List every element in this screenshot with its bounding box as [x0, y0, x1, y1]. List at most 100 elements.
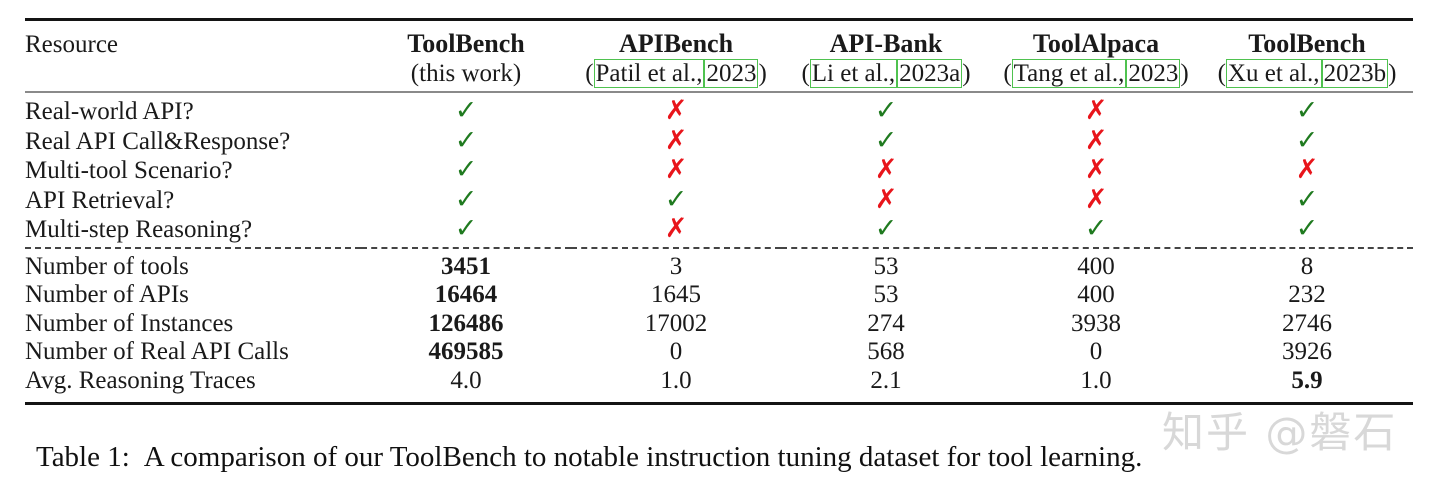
citation-close-paren: ) [1180, 60, 1189, 87]
cell-boolean: ✓ [991, 215, 1201, 245]
cell-value: 53 [873, 252, 899, 280]
cell-boolean: ✗ [991, 156, 1201, 186]
citation-author-link[interactable]: Patil et al., [593, 59, 705, 88]
citation-author-link[interactable]: Li et al., [809, 59, 898, 88]
cell-boolean: ✓ [1201, 97, 1413, 127]
cell-boolean: ✗ [781, 183, 991, 216]
check-icon: ✓ [454, 124, 478, 156]
cross-icon: ✗ [874, 154, 898, 185]
cell-boolean: ✓ [361, 124, 571, 157]
citation-open-paren: ( [1003, 60, 1012, 87]
check-icon: ✓ [1295, 95, 1319, 126]
cell-boolean: ✗ [781, 156, 991, 186]
header-underline-rules [25, 89, 1413, 93]
cell-boolean: ✗ [1201, 156, 1413, 186]
cell-value: 1645 [651, 281, 701, 308]
cell-boolean: ✗ [991, 183, 1201, 216]
check-icon: ✓ [1084, 213, 1108, 244]
comparison-table-container: Resource ToolBench (this work) APIBench … [25, 15, 1413, 405]
cell-value: 2746 [1282, 309, 1332, 337]
cell-value: 1.0 [1080, 366, 1112, 394]
header-col-toolbench-this-work: ToolBench (this work) [361, 29, 571, 89]
figure-caption: Table 1:A comparison of our ToolBench to… [36, 440, 1406, 474]
cell-boolean: ✗ [991, 97, 1201, 127]
check-icon: ✓ [454, 213, 478, 244]
cell-value: 469585 [428, 338, 504, 365]
cell-boolean: ✗ [571, 156, 781, 186]
cell-value: 568 [867, 338, 905, 365]
citation-close-paren: ) [1388, 60, 1397, 87]
citation-author-link[interactable]: Xu et al., [1225, 59, 1322, 88]
table-row: Real-world API?✓✗✓✗✓ [25, 97, 1413, 127]
table-bottom-rule [25, 399, 1413, 405]
citation-open-paren: ( [801, 60, 810, 87]
check-icon: ✓ [1295, 183, 1319, 215]
check-icon: ✓ [1295, 124, 1319, 156]
cell-value: 232 [1288, 281, 1326, 308]
rule-col-1 [361, 89, 571, 93]
cell-value: 400 [1077, 252, 1115, 280]
check-icon: ✓ [454, 154, 478, 185]
cell-value: 3451 [441, 252, 491, 280]
header-col-citation: (Tang et al.,2023) [991, 59, 1201, 89]
table-row: Multi-tool Scenario?✓✗✗✗✗ [25, 156, 1413, 186]
citation-author-link[interactable]: Tang et al., [1011, 59, 1127, 88]
table-header-row: Resource ToolBench (this work) APIBench … [25, 29, 1413, 89]
citation-author: this work [419, 60, 513, 87]
check-icon: ✓ [874, 213, 898, 244]
cross-icon: ✗ [1295, 154, 1319, 185]
rule-col-4 [991, 89, 1201, 93]
citation-close-paren: ) [962, 60, 971, 87]
table-top-rule [25, 15, 1413, 21]
header-resource: Resource [25, 31, 119, 58]
caption-label: Table 1: [36, 441, 130, 473]
header-col-title: ToolAlpaca [1032, 29, 1160, 58]
citation-year-link[interactable]: 2023b [1321, 59, 1389, 88]
header-col-title: API-Bank [829, 29, 943, 58]
citation-year-link[interactable]: 2023 [704, 59, 759, 88]
check-icon: ✓ [874, 124, 898, 156]
check-icon: ✓ [664, 183, 688, 215]
cross-icon: ✗ [664, 154, 688, 185]
cell-value: 3926 [1282, 338, 1332, 365]
cross-icon: ✗ [1084, 124, 1108, 156]
table-row: Multi-step Reasoning?✓✗✓✓✓ [25, 215, 1413, 245]
cell-value: 4.0 [450, 366, 482, 394]
cell-value: 3 [669, 252, 683, 280]
citation-open-paren: ( [585, 60, 594, 87]
header-col-toolalpaca: ToolAlpaca (Tang et al.,2023) [991, 29, 1201, 89]
check-icon: ✓ [454, 183, 478, 215]
cell-boolean: ✓ [1201, 183, 1413, 216]
row-label: API Retrieval? [25, 186, 175, 214]
cross-icon: ✗ [874, 183, 898, 215]
cell-value: 8 [1300, 252, 1314, 280]
header-col-api-bank: API-Bank (Li et al.,2023a) [781, 29, 991, 89]
cell-value: 17002 [644, 309, 708, 337]
cross-icon: ✗ [1084, 95, 1108, 126]
comparison-table: Resource ToolBench (this work) APIBench … [25, 15, 1413, 405]
header-col-title: APIBench [618, 29, 734, 58]
cross-icon: ✗ [664, 124, 688, 156]
header-col-title: ToolBench [407, 29, 525, 58]
cell-value: 5.9 [1291, 366, 1323, 394]
cell-boolean: ✓ [781, 97, 991, 127]
header-col-title: ToolBench [1248, 29, 1366, 58]
cell-value: 1.0 [660, 366, 692, 394]
header-col-citation: (Patil et al.,2023) [571, 59, 781, 89]
row-label: Number of APIs [25, 281, 189, 308]
rule-resource [25, 89, 361, 93]
citation-year-link[interactable]: 2023a [897, 59, 963, 88]
citation-year-link[interactable]: 2023 [1126, 59, 1181, 88]
cell-value: 2.1 [870, 366, 902, 394]
cross-icon: ✗ [1084, 183, 1108, 215]
header-col-citation: (this work) [361, 59, 571, 89]
header-col-citation: (Li et al.,2023a) [781, 59, 991, 89]
cross-icon: ✗ [1084, 154, 1108, 185]
cell-value: 126486 [428, 309, 504, 337]
rule-col-2 [571, 89, 781, 93]
cell-boolean: ✓ [571, 183, 781, 216]
